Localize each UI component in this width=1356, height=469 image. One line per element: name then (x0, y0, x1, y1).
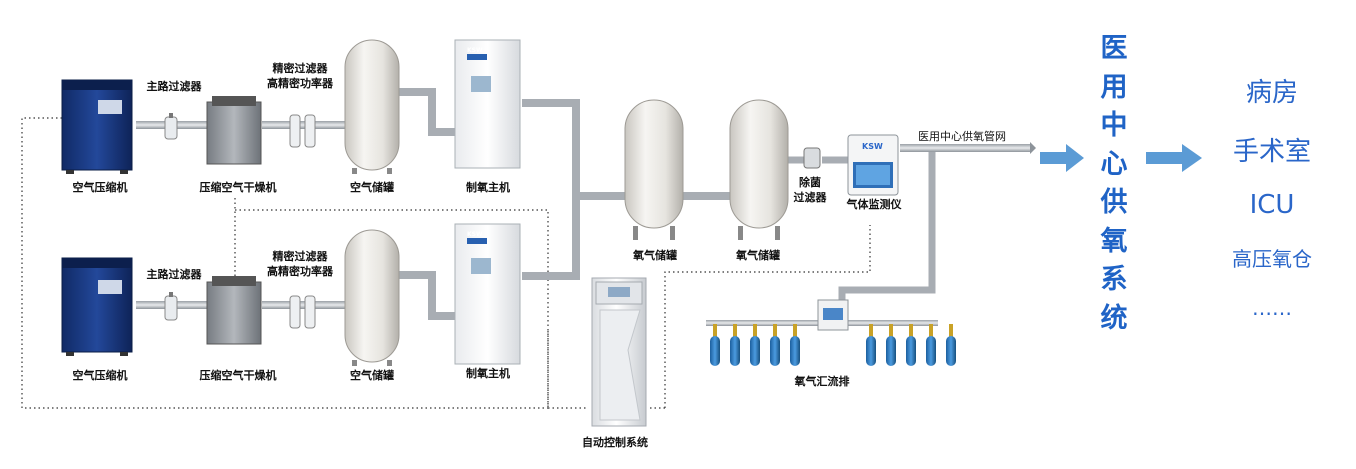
air-compressor-2 (61, 257, 133, 356)
oxygen-cylinder (946, 336, 956, 366)
flow-arrow-2 (1146, 144, 1202, 172)
gas-monitor (847, 134, 899, 196)
oxygen-cylinder (790, 336, 800, 366)
cylinder-valve (889, 324, 893, 338)
oxygen-cylinder (730, 336, 740, 366)
label-oxygen-tank-1: 氧气储罐 (633, 249, 677, 262)
destination-icu: ICU (1249, 190, 1295, 220)
air-tank-2 (344, 229, 400, 366)
cylinder-valve (733, 324, 737, 338)
cylinder-valve (949, 324, 953, 338)
label-oxygen-generator-1: 制氧主机 (466, 181, 510, 194)
destination-ward: 病房 (1245, 78, 1299, 108)
oxygen-cylinder (926, 336, 936, 366)
oxygen-cylinder (866, 336, 876, 366)
air-compressor-1 (61, 79, 133, 174)
brand-logo-generator-2: KSW (467, 231, 483, 238)
sterile-filter (803, 147, 821, 169)
oxygen-generator-2 (454, 223, 521, 365)
main-filter-2 (164, 292, 178, 321)
manifold-panel (817, 299, 849, 331)
label-gas-monitor: 气体监测仪 (846, 198, 902, 211)
oxygen-cylinders (710, 324, 956, 366)
label-pipeline-network: 医用中心供氧管网 (918, 130, 1006, 143)
label-precision-filter-2: 精密过滤器 (272, 250, 328, 263)
oxygen-generator-1 (454, 39, 521, 169)
oxygen-cylinder (710, 336, 720, 366)
destination-more: …… (1252, 296, 1292, 320)
label-high-precision-filter-1: 高精密功率器 (267, 77, 333, 90)
main-filter-1 (164, 113, 178, 140)
brand-logo-generator-1: KSW (467, 47, 483, 54)
oxygen-tank-1 (624, 99, 684, 240)
label-high-precision-filter-2: 高精密功率器 (267, 265, 333, 278)
label-compressor-1: 空气压缩机 (72, 181, 128, 194)
cylinder-valve (793, 324, 797, 338)
cylinder-valve (929, 324, 933, 338)
destination-operating-room: 手术室 (1232, 137, 1312, 167)
label-main-filter-1: 主路过滤器 (146, 80, 202, 93)
label-oxygen-tank-2: 氧气储罐 (736, 249, 780, 262)
dryer-1 (206, 96, 262, 165)
label-manifold: 氧气汇流排 (794, 375, 850, 388)
label-oxygen-generator-2: 制氧主机 (466, 367, 510, 380)
automatic-control-cabinet (591, 277, 647, 427)
cylinder-valve (713, 324, 717, 338)
label-compressor-2: 空气压缩机 (72, 369, 128, 382)
label-dryer-1: 压缩空气干燥机 (199, 181, 277, 194)
destination-hyperbaric-chamber: 高压氧仓 (1232, 247, 1312, 271)
dryer-2 (206, 276, 262, 345)
label-dryer-2: 压缩空气干燥机 (199, 369, 277, 382)
cylinder-valve (909, 324, 913, 338)
label-sterile-filter-line1: 除菌 (799, 176, 821, 189)
label-precision-filter-1: 精密过滤器 (272, 62, 328, 75)
oxygen-cylinder (770, 336, 780, 366)
oxygen-cylinder (750, 336, 760, 366)
precision-filters-2 (289, 295, 316, 329)
precision-filters-1 (289, 114, 316, 148)
label-control-system: 自动控制系统 (582, 436, 648, 449)
oxygen-cylinder (886, 336, 896, 366)
control-signal-lines (21, 117, 871, 409)
label-air-tank-1: 空气储罐 (350, 181, 394, 194)
cylinder-valve (773, 324, 777, 338)
pipe-end (1030, 142, 1036, 154)
cylinder-valve (753, 324, 757, 338)
oxygen-tank-2 (729, 99, 789, 240)
flow-arrow-1 (1040, 144, 1084, 172)
brand-logo-monitor: KSW (862, 142, 883, 151)
air-tank-1 (344, 39, 400, 174)
label-sterile-filter-line2: 过滤器 (793, 191, 827, 204)
label-air-tank-2: 空气储罐 (350, 369, 394, 382)
cylinder-valve (869, 324, 873, 338)
system-title: 医用中心供氧系统 (1100, 33, 1128, 334)
oxygen-cylinder (906, 336, 916, 366)
label-main-filter-2: 主路过滤器 (146, 268, 202, 281)
